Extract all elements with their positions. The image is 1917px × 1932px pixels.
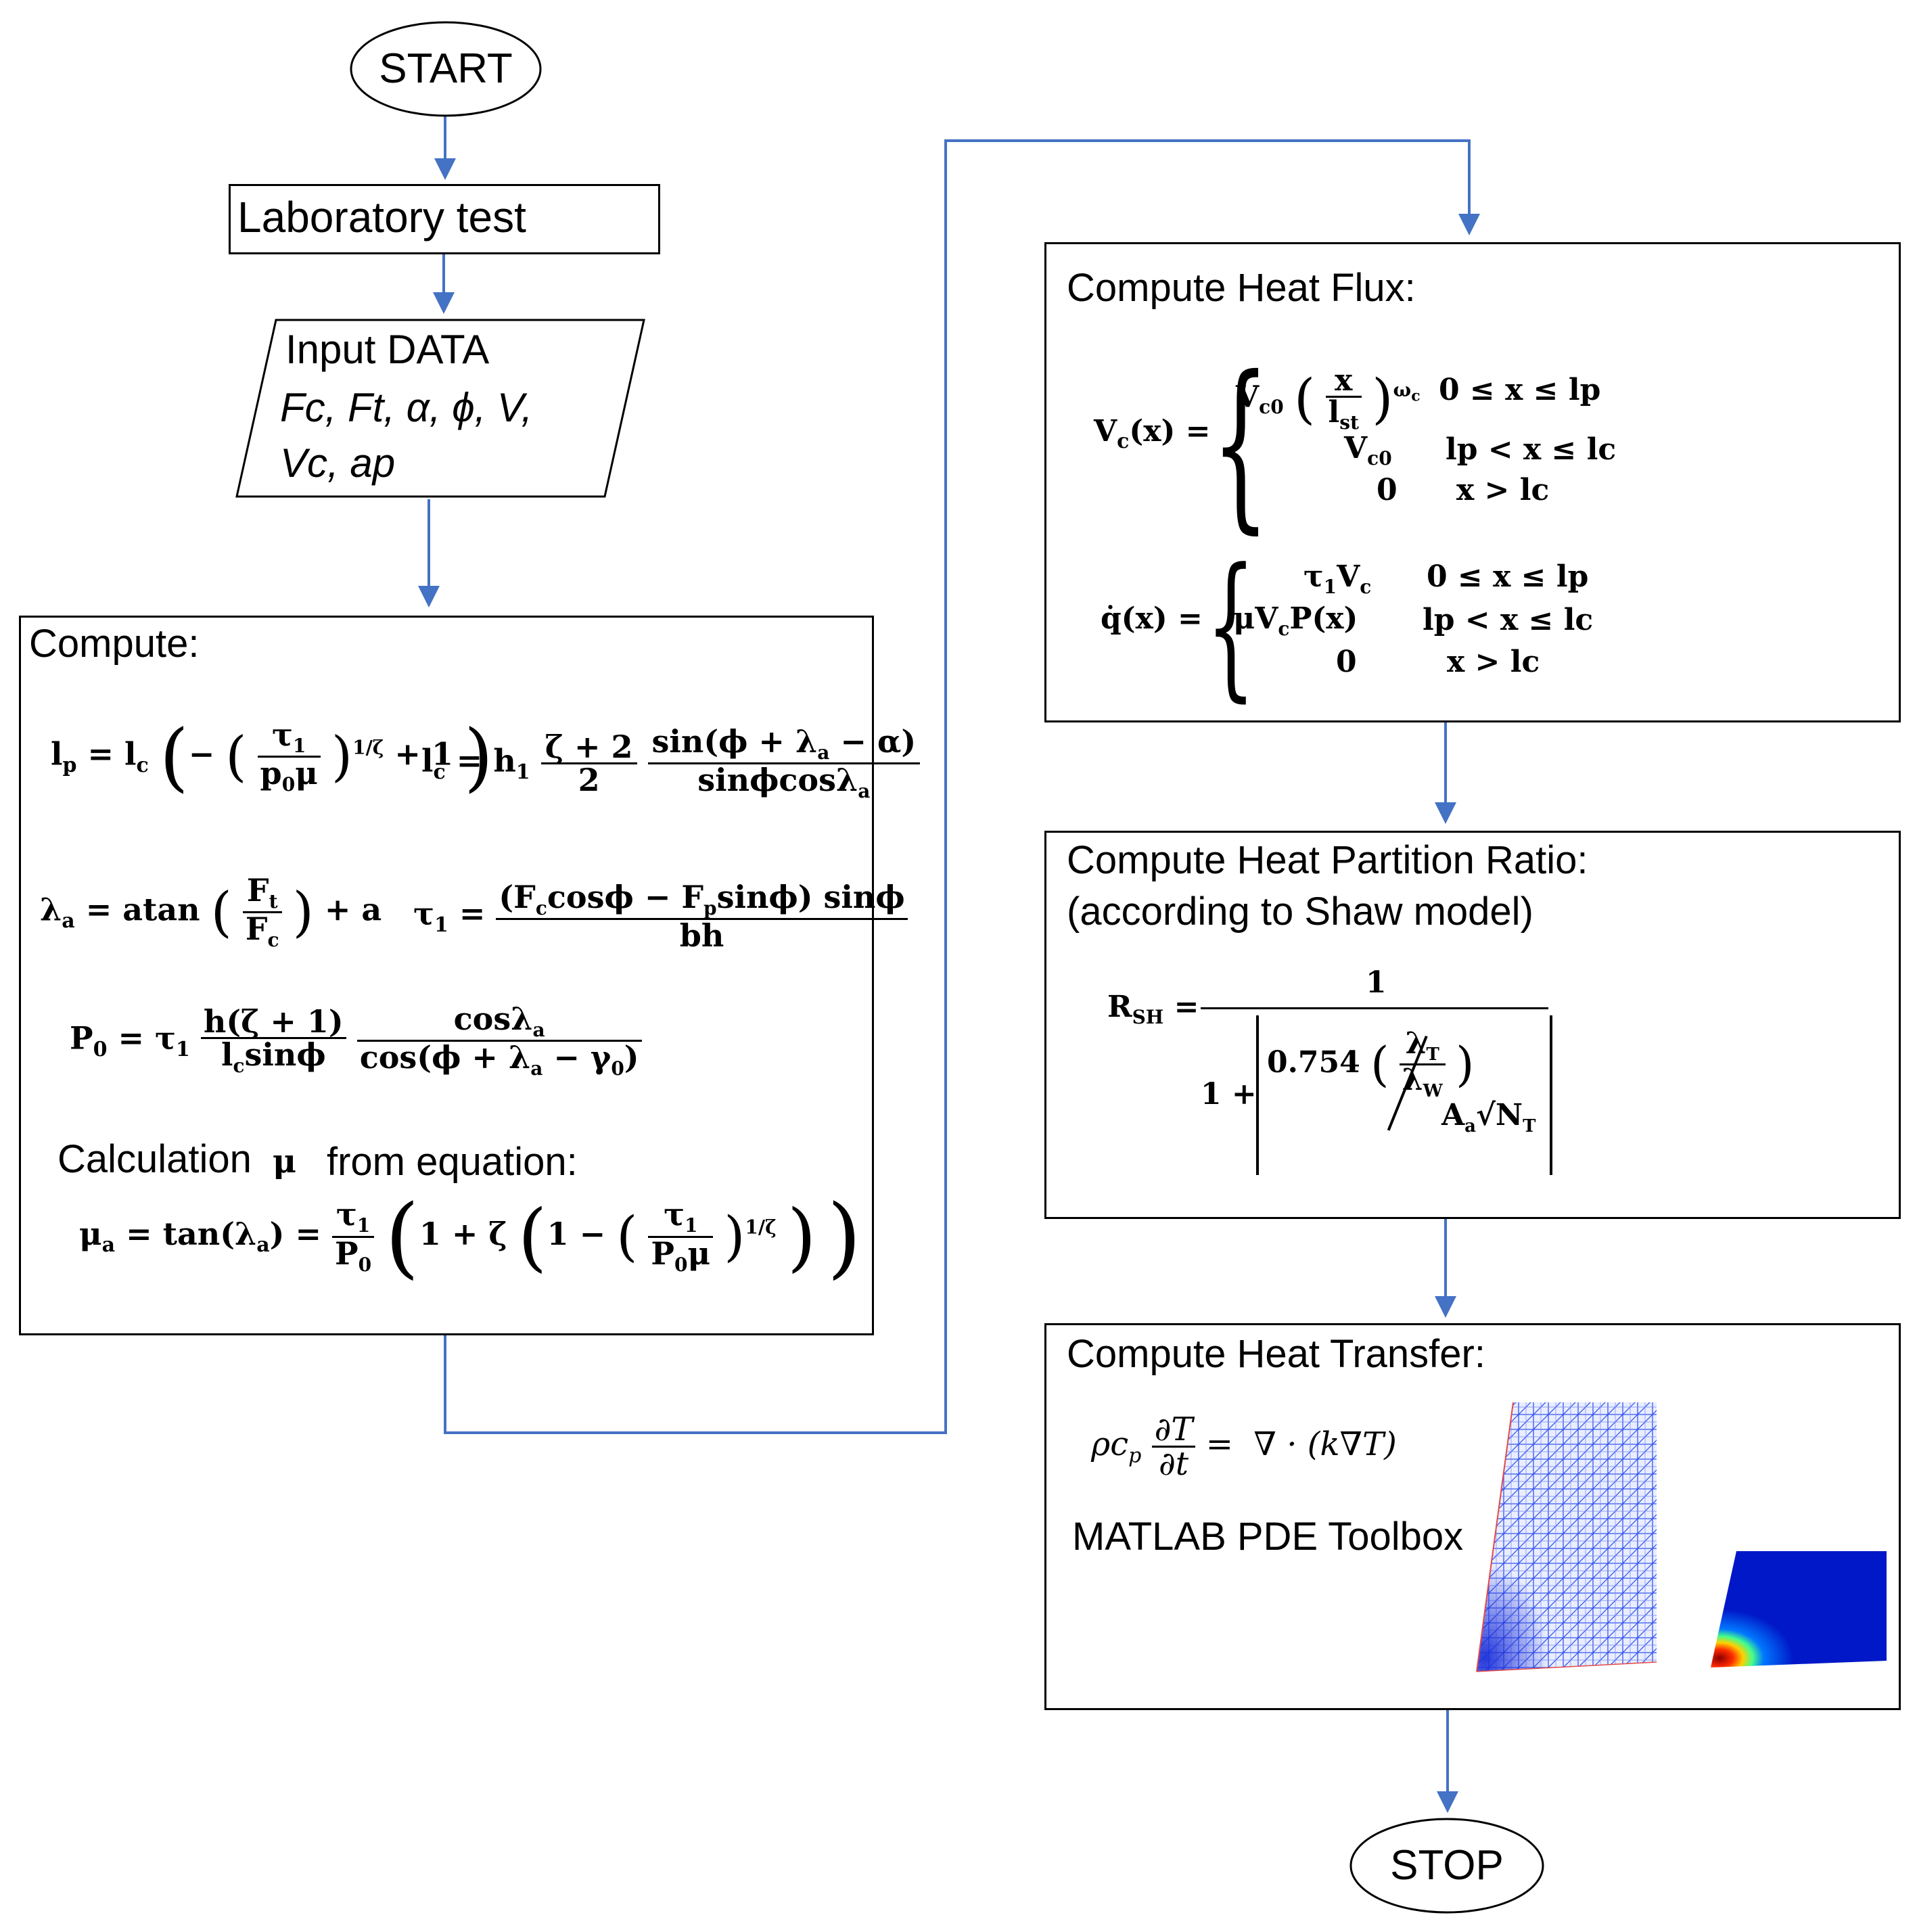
laboratory-test-box: Laboratory test (229, 184, 660, 254)
input-data-parallelogram: Input DATA Fc, Ft, α, ϕ, V, Vc, ap (234, 318, 647, 499)
q-brace: { (1206, 536, 1256, 716)
heat-partition-title: Compute Heat Partition Ratio: (1067, 838, 1588, 882)
vc-case2: Vc0 (1344, 431, 1392, 469)
input-data-line2: Vc, ap (280, 440, 396, 486)
input-data-line1: Fc, Ft, α, ϕ, V, (280, 385, 533, 430)
compute-title: Compute: (29, 622, 200, 666)
q-cond1: 0 ≤ x ≤ lp (1427, 559, 1589, 594)
calculation-prefix: Calculation (57, 1137, 252, 1181)
matlab-toolbox-label: MATLAB PDE Toolbox (1072, 1515, 1464, 1559)
rsh-lhs: RSH = (1107, 990, 1199, 1028)
vc-brace: { (1211, 337, 1270, 550)
compute-box: Compute: lp = lc (− ( τ1 p0μ )1/ζ + 1 ) … (19, 616, 921, 1335)
stop-label: STOP (1390, 1842, 1504, 1889)
input-data-title: Input DATA (285, 327, 490, 372)
vc-cond3: x > lc (1456, 473, 1550, 507)
q-case3: 0 (1336, 645, 1357, 679)
vc-cond1: 0 ≤ x ≤ lp (1439, 373, 1601, 407)
heat-transfer-title: Compute Heat Transfer: (1067, 1332, 1485, 1376)
equation-tau: τ1 = (Fccosϕ − Fpsinϕ) sinϕ bh (413, 881, 908, 951)
equation-lc: lc = h1 ζ + 2 2 sin(ϕ + λa − α) sinϕcosλ… (421, 726, 921, 801)
heat-flux-box: Compute Heat Flux: Vc(x) = { Vc0 ( x lst… (1044, 242, 1901, 722)
rsh-denominator: Aa√NT (1441, 1098, 1536, 1136)
calculation-suffix: from equation: (327, 1140, 578, 1184)
heat-partition-box: Compute Heat Partition Ratio: (according… (1044, 831, 1901, 1219)
start-label: START (379, 45, 513, 92)
heat-transfer-box: Compute Heat Transfer: ρcp ∂T ∂t = ∇ · (… (1044, 1323, 1901, 1710)
rsh-fraction-bar (1201, 1007, 1548, 1009)
start-terminal: START (349, 20, 542, 118)
vc-case1: Vc0 ( x lst )ωc (1236, 363, 1421, 434)
temperature-heatmap-icon (1711, 1551, 1887, 1668)
triangular-mesh-icon (1476, 1402, 1657, 1672)
q-cond2: lp < x ≤ lc (1423, 603, 1594, 637)
q-cond3: x > lc (1447, 645, 1540, 679)
q-case2: μVcP(x) (1233, 601, 1358, 640)
stop-terminal: STOP (1349, 1817, 1545, 1914)
rsh-denominator-one: 1 + (1201, 1077, 1257, 1111)
heat-flux-title: Compute Heat Flux: (1067, 266, 1416, 310)
equation-p0: P0 = τ1 h(ζ + 1) lcsinϕ cosλa cos(ϕ + λa… (70, 1003, 642, 1078)
rsh-bracket (1256, 1015, 1552, 1175)
vc-case3: 0 (1377, 473, 1398, 507)
laboratory-test-label: Laboratory test (237, 193, 526, 242)
equation-lp: lp = lc (− ( τ1 p0μ )1/ζ + 1 ) (51, 713, 493, 800)
connector-compute-to-flux (444, 139, 1480, 1434)
rsh-numerator: 1 (1366, 965, 1387, 1000)
rsh-coef: 0.754 ( λT λW ) (1267, 1026, 1475, 1101)
heat-equation: ρcp ∂T ∂t = ∇ · (k∇T) (1091, 1410, 1397, 1483)
q-case1: τ1Vc (1303, 559, 1372, 598)
vc-lhs: Vc(x) = (1094, 414, 1211, 453)
equation-mu: μa = tan(λa) = τ1 P0 (1 + ζ (1 − ( τ1 P0… (79, 1185, 862, 1288)
q-lhs: q̇(x) = (1101, 601, 1203, 636)
calculation-mu-symbol: μ (273, 1143, 297, 1180)
vc-cond2: lp < x ≤ lc (1446, 432, 1617, 467)
heat-partition-subtitle: (according to Shaw model) (1067, 890, 1533, 934)
equation-lambda: λa = atan ( Ft Fc ) + a (40, 872, 382, 952)
